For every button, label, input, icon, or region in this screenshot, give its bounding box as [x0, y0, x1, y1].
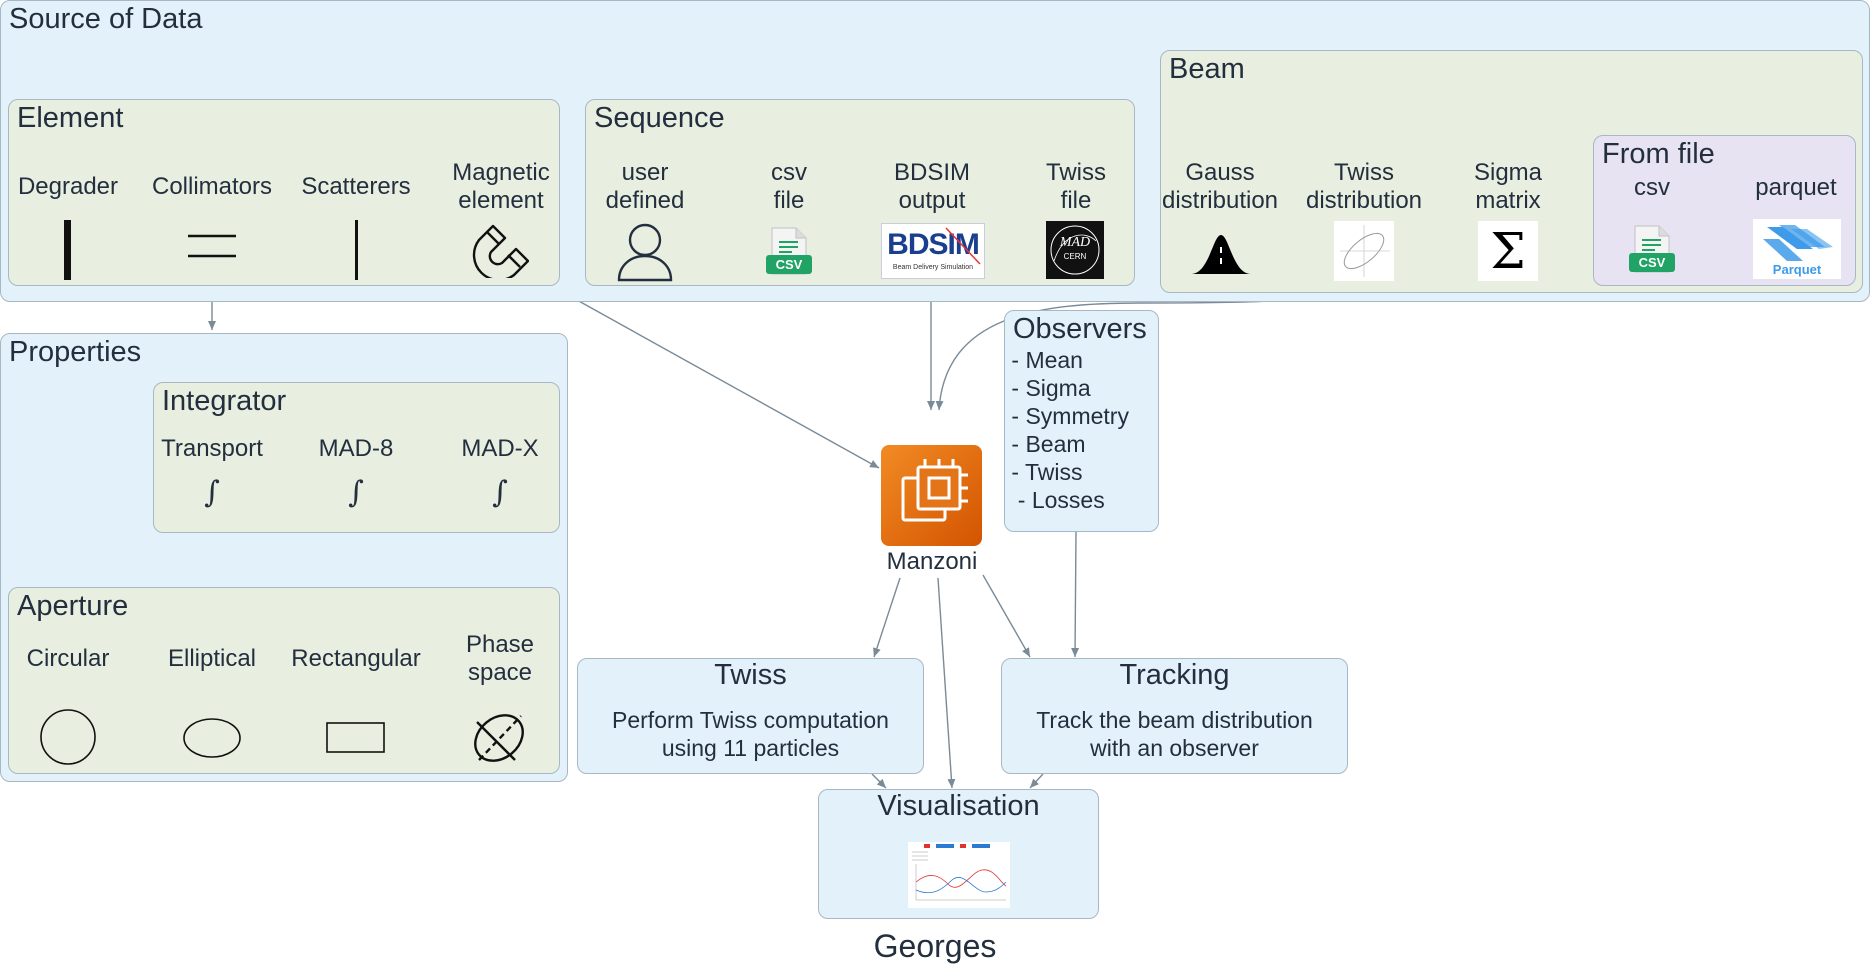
rectangle-icon	[326, 722, 385, 753]
element-group: Element Degrader Collimators Scatterers …	[8, 99, 560, 286]
tracking-title: Tracking	[1119, 659, 1230, 691]
aperture-item-rectangular: Rectangular	[291, 645, 421, 672]
sigma-symbol: Σ	[1490, 222, 1526, 280]
integral-icon: ∫	[348, 475, 364, 510]
from-file-item-parquet: parquet	[1755, 174, 1837, 201]
phase-space-icon	[474, 714, 524, 762]
magnet-icon	[472, 224, 529, 278]
user-icon	[617, 223, 673, 282]
tracking-group: Tracking Track the beam distribution wit…	[1001, 658, 1348, 774]
bdsim-logo-main: BDSIM	[887, 228, 980, 261]
element-item-scatterers: Scatterers	[301, 173, 411, 200]
twiss-group: Twiss Perform Twiss computation using 11…	[577, 658, 924, 774]
collimator-lines-icon	[188, 234, 236, 258]
integrator-item-madx: MAD-X	[461, 435, 539, 462]
element-item-collimators: Collimators	[151, 173, 273, 200]
arrow-element-to-manzoni	[549, 284, 880, 469]
from-file-item-csv: csv	[1634, 174, 1670, 201]
beam-item-gauss: Gauss distribution	[1161, 159, 1279, 214]
arrow-twiss-to-visualisation	[871, 773, 887, 789]
circle-icon	[40, 709, 96, 765]
beam-item-twiss: Twiss distribution	[1305, 159, 1423, 214]
integrator-item-mad8: MAD-8	[318, 435, 394, 462]
georges-label: Georges	[873, 928, 997, 964]
observers-title: Observers	[1013, 313, 1147, 345]
arrow-manzoni-to-twiss	[873, 577, 901, 658]
element-title: Element	[17, 102, 124, 134]
mad-logo-sub: CERN	[1063, 252, 1087, 261]
aperture-title: Aperture	[17, 590, 129, 622]
twiss-title: Twiss	[714, 659, 787, 691]
aperture-item-phase-space: Phase space	[465, 631, 535, 686]
aperture-group: Aperture Circular Elliptical Rectangular…	[8, 587, 560, 774]
sequence-title: Sequence	[594, 102, 725, 134]
from-file-group: From file csv parquet CSV Parquet	[1593, 135, 1856, 286]
element-item-degrader: Degrader	[17, 173, 119, 200]
integrator-group: Integrator Transport MAD-8 MAD-X ∫ ∫ ∫	[153, 382, 560, 533]
integral-icon: ∫	[492, 475, 508, 510]
ellipse-icon	[183, 718, 241, 758]
arrow-manzoni-to-visualisation	[937, 577, 956, 789]
source-of-data-title: Source of Data	[9, 3, 203, 35]
sequence-item-csv: csv file	[771, 159, 807, 214]
observers-list: - Mean - Sigma - Symmetry - Beam - Twiss…	[1011, 347, 1129, 513]
observers-group: Observers	[1004, 310, 1159, 532]
scatterer-line-icon	[355, 220, 358, 280]
gauss-curve-icon	[1191, 235, 1251, 274]
csv-badge-text: CSV	[775, 257, 803, 272]
arrow-manzoni-to-tracking	[982, 574, 1031, 658]
beam-title: Beam	[1169, 53, 1245, 85]
manzoni-label: Manzoni	[886, 548, 978, 575]
degrader-bar-icon	[64, 220, 71, 280]
processor-chip-icon	[881, 445, 982, 546]
parquet-logo: Parquet	[1753, 219, 1841, 279]
sequence-item-twiss: Twiss file	[1046, 159, 1106, 214]
sequence-item-user: user defined	[605, 159, 685, 214]
visualisation-title: Visualisation	[877, 790, 1040, 822]
beam-item-sigma: Sigma matrix	[1473, 159, 1543, 214]
aperture-item-elliptical: Elliptical	[167, 645, 257, 672]
arrow-observers-to-tracking	[1071, 531, 1080, 658]
integral-icon: ∫	[204, 475, 220, 510]
element-item-magnetic: Magnetic element	[452, 159, 550, 214]
mad-cern-logo: MAD CERN	[1046, 221, 1104, 279]
tracking-description: Track the beam distribution with an obse…	[1036, 707, 1313, 761]
from-file-title: From file	[1602, 138, 1715, 170]
plot-thumbnail-icon	[908, 842, 1010, 908]
parquet-badge-text: Parquet	[1772, 262, 1822, 277]
csv-file-icon: CSV	[1627, 224, 1677, 274]
twiss-ellipse-icon	[1334, 221, 1394, 281]
aperture-item-circular: Circular	[26, 645, 110, 672]
bdsim-logo-sub: Beam Delivery Simulation	[892, 264, 974, 271]
sigma-icon: Σ	[1478, 221, 1538, 281]
sequence-group: Sequence user defined csv file BDSIM out…	[585, 99, 1135, 286]
integrator-title: Integrator	[162, 385, 287, 417]
arrow-tracking-to-visualisation	[1029, 773, 1044, 789]
csv-file-icon: CSV	[764, 226, 814, 276]
csv-badge-text: CSV	[1638, 255, 1666, 270]
integrator-item-transport: Transport	[161, 435, 263, 462]
visualisation-group: Visualisation	[818, 789, 1099, 919]
bdsim-logo: BDSIM Beam Delivery Simulation	[881, 223, 985, 279]
twiss-description: Perform Twiss computation using 11 parti…	[612, 707, 889, 761]
properties-title: Properties	[9, 336, 142, 368]
sequence-item-bdsim: BDSIM output	[893, 159, 971, 214]
mad-logo-main: MAD	[1059, 235, 1091, 250]
